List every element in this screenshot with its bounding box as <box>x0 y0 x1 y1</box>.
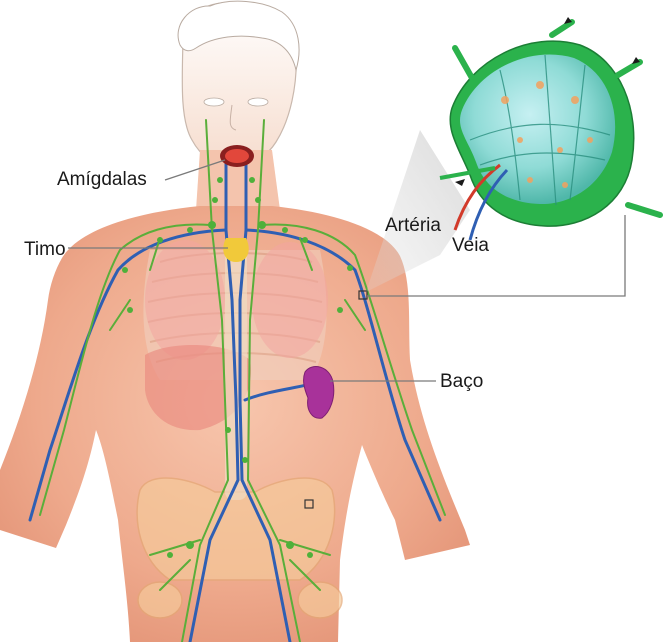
thymus-organ <box>223 238 249 262</box>
label-thymus: Timo <box>24 240 66 259</box>
right-lung <box>145 240 225 360</box>
zoom-cone <box>366 130 470 292</box>
label-tonsils: Amígdalas <box>57 170 147 189</box>
tonsils-organ <box>220 145 254 167</box>
head <box>178 1 299 168</box>
left-lung <box>252 242 328 358</box>
label-vein: Veia <box>452 236 489 255</box>
lymph-node-cross-section-icon <box>440 17 660 240</box>
label-artery: Artéria <box>385 216 441 235</box>
label-spleen: Baço <box>440 372 483 391</box>
